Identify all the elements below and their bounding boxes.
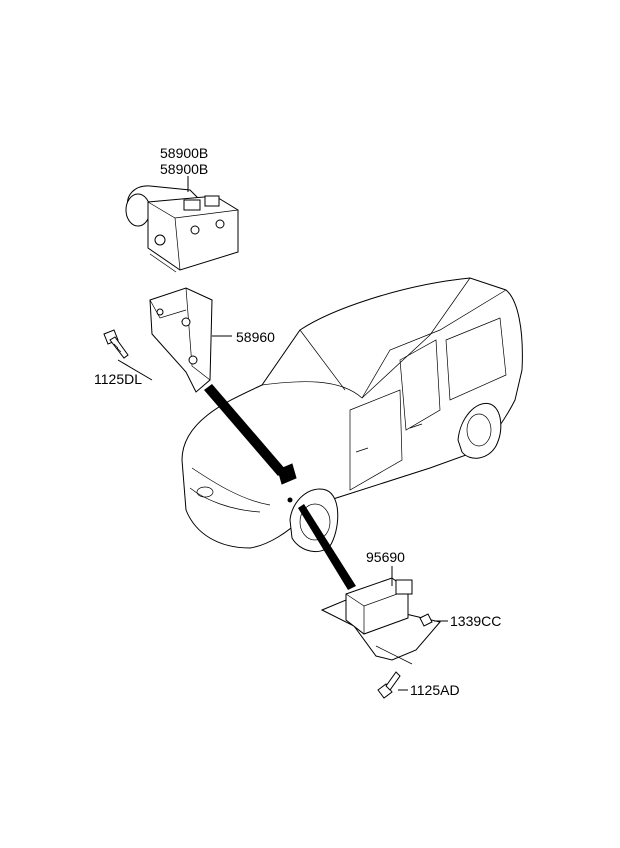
callout-abs-module-1: 58900B	[160, 145, 208, 161]
bolt-bracket-part[interactable]	[103, 329, 129, 359]
bolt-sensor-part[interactable]	[377, 671, 401, 699]
nut-part[interactable]	[419, 613, 433, 627]
callout-bolt-sensor: 1125AD	[410, 682, 460, 698]
callout-bracket: 58960	[236, 329, 275, 345]
yaw-rate-sensor[interactable]	[320, 577, 441, 665]
abs-bracket[interactable]	[149, 287, 213, 393]
callout-nut: 1339CC	[450, 613, 501, 629]
callout-bolt-bracket: 1125DL	[94, 371, 142, 387]
leader-lines	[117, 176, 448, 691]
callout-abs-module-2: 58900B	[160, 161, 208, 177]
abs-module[interactable]	[125, 185, 239, 273]
pointer-arrows	[204, 384, 356, 590]
callout-sensor: 95690	[366, 549, 405, 565]
vehicle	[181, 277, 523, 553]
